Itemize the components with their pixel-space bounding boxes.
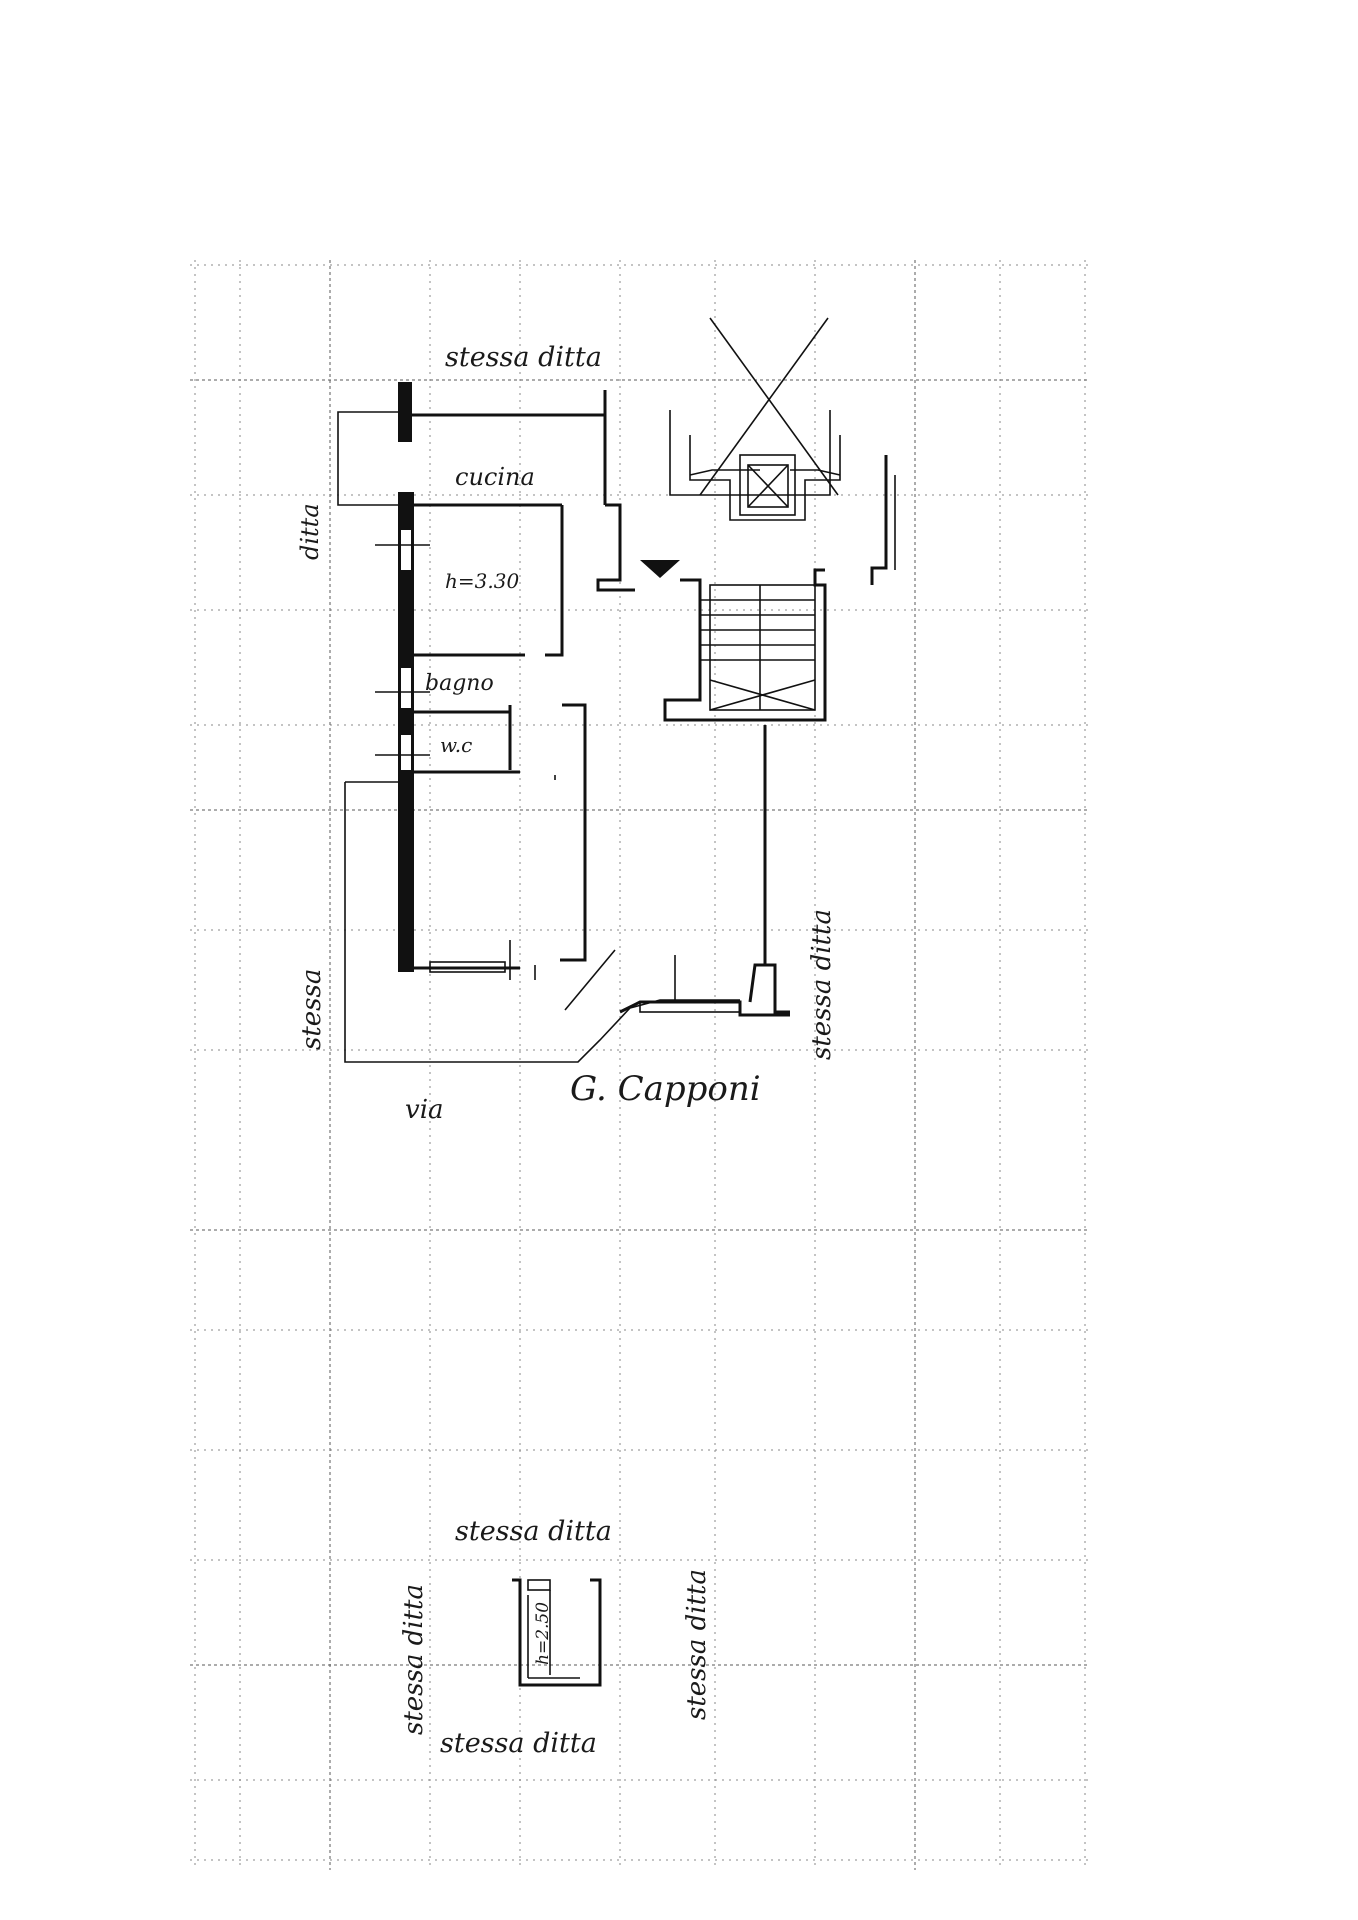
- entry-arrow-icon: [640, 560, 680, 578]
- left-neighbor-lower-label: stessa: [297, 969, 327, 1050]
- plan-labels: stessa ditta ditta cucina h=3.30 bagno w…: [296, 342, 837, 1125]
- survey-grid: [190, 260, 1090, 1870]
- cellar-left-label: stessa ditta: [399, 1584, 429, 1735]
- right-wall-fragment: [870, 455, 888, 585]
- cellar-labels: stessa ditta stessa ditta stessa ditta s…: [399, 1516, 712, 1759]
- cellar-height-label: h=2.50: [533, 1602, 553, 1665]
- wc-label: w.c: [440, 733, 472, 757]
- staircase: [663, 568, 827, 722]
- street-via-label: via: [405, 1095, 444, 1125]
- right-neighbor-label: stessa ditta: [807, 909, 837, 1060]
- room-height-label: h=3.30: [445, 569, 519, 593]
- left-boundary: [344, 782, 740, 1063]
- cellar-plan: h=2.50: [512, 1578, 602, 1687]
- top-neighbor-label: stessa ditta: [445, 342, 602, 373]
- street-name-label: G. Capponi: [570, 1069, 761, 1109]
- cellar-right-label: stessa ditta: [682, 1569, 712, 1720]
- corridor-wall: [560, 703, 587, 962]
- left-neighbor-label: ditta: [296, 503, 324, 560]
- kitchen-label: cucina: [455, 463, 535, 491]
- room-right-wall: [545, 505, 564, 657]
- lift-shaft: [669, 317, 841, 521]
- entrance-diagonal: [564, 949, 616, 1011]
- bathroom-label: bagno: [425, 671, 494, 696]
- entry-wall: [596, 503, 635, 592]
- stair-pier: [748, 963, 790, 1014]
- wall-pier: [398, 382, 412, 442]
- apartment-plan: [337, 317, 896, 1063]
- kitchen-bay: [337, 411, 400, 506]
- main-left-wall: [398, 492, 414, 972]
- cellar-top-label: stessa ditta: [455, 1516, 612, 1547]
- cellar-bottom-label: stessa ditta: [440, 1728, 597, 1759]
